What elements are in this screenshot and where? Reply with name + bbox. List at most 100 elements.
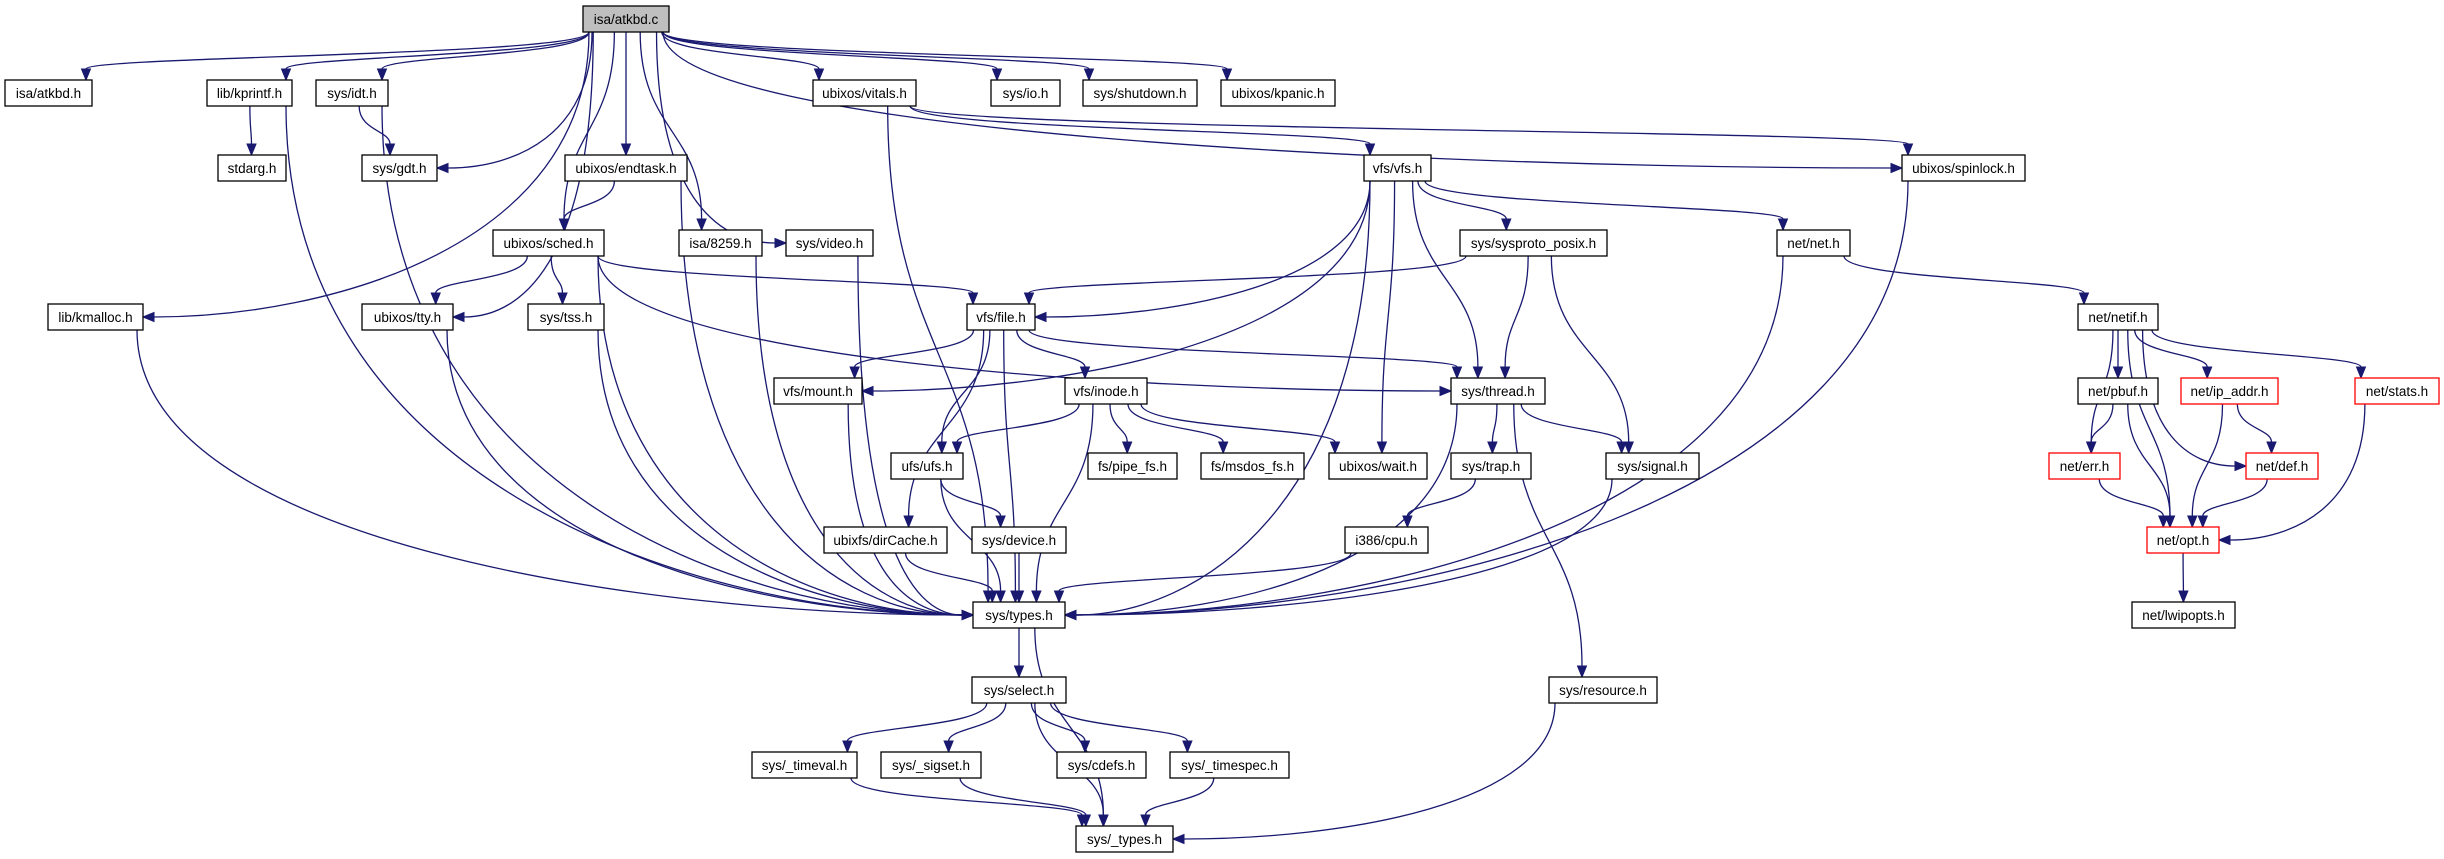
edge-line: [446, 329, 963, 616]
node-net-ip-addr-h[interactable]: net/ip_addr.h: [2180, 377, 2279, 405]
node-sys-tss-h[interactable]: sys/tss.h: [527, 303, 605, 331]
node-sys-resource-h[interactable]: sys/resource.h: [1548, 676, 1658, 704]
node-sys-video-h[interactable]: sys/video.h: [785, 229, 874, 257]
node-sys-trap-h[interactable]: sys/trap.h: [1450, 452, 1532, 480]
node-sys-shutdown-h[interactable]: sys/shutdown.h: [1082, 79, 1198, 107]
edge-atkbd-c-to-kpanic: [662, 31, 1233, 82]
arrowhead-icon: [620, 143, 632, 157]
node-vfs-file-h[interactable]: vfs/file.h: [966, 303, 1036, 331]
node-box: [678, 229, 763, 257]
node-vfs-mount-h[interactable]: vfs/mount.h: [773, 377, 863, 405]
node-ubixos-spinlock-h[interactable]: ubixos/spinlock.h: [1901, 154, 2026, 182]
node-net-pbuf-h[interactable]: net/pbuf.h: [2077, 377, 2159, 405]
node-fs-pipe-fs-h[interactable]: fs/pipe_fs.h: [1087, 452, 1178, 480]
node-net-netif-h[interactable]: net/netif.h: [2077, 303, 2159, 331]
node-vfs-vfs-h[interactable]: vfs/vfs.h: [1363, 154, 1432, 182]
node-sys-timeval-h[interactable]: sys/_timeval.h: [751, 751, 858, 779]
node-net-err-h[interactable]: net/err.h: [2048, 452, 2121, 480]
node-net-opt-h[interactable]: net/opt.h: [2146, 526, 2220, 554]
edge-sigset-to-types: [959, 777, 1092, 828]
node-net-stats-h[interactable]: net/stats.h: [2354, 377, 2440, 405]
arrowhead-icon: [813, 68, 825, 82]
edge-netif-to-pbuf: [2112, 330, 2124, 380]
node-sys-cdefs-h[interactable]: sys/cdefs.h: [1056, 751, 1147, 779]
node-ubixfs-dircache-h[interactable]: ubixfs/dirCache.h: [823, 526, 948, 554]
node-sys-types-h[interactable]: sys/types.h: [972, 601, 1066, 629]
node-stdarg-h[interactable]: stdarg.h: [217, 154, 287, 182]
node-label: sys/thread.h: [1461, 384, 1535, 399]
edge-netif-to-stats: [2151, 329, 2367, 380]
node-box-truncated: [2048, 452, 2121, 480]
edge-line: [1513, 403, 1583, 667]
arrowhead-icon: [1079, 740, 1091, 754]
edge-line: [1843, 255, 2085, 294]
arrowhead-icon: [1121, 441, 1133, 455]
arrowhead-icon: [384, 143, 396, 157]
edge-thread-to-signal: [1520, 403, 1627, 455]
edge-file-to-thread: [1028, 329, 1463, 380]
edge-line: [2141, 329, 2236, 467]
arrowhead-icon: [1053, 590, 1065, 604]
arrowhead-icon: [951, 441, 963, 455]
arrowhead-icon: [961, 609, 975, 621]
arrowhead-icon: [80, 68, 92, 82]
edge-sysproto-to-thread: [1499, 255, 1529, 380]
node-net-lwipopts-h[interactable]: net/lwipopts.h: [2131, 601, 2236, 629]
edge-line: [563, 180, 616, 220]
node-box: [1328, 452, 1428, 480]
node-ubixos-vitals-h[interactable]: ubixos/vitals.h: [812, 79, 917, 107]
edge-endtask-to-sched: [558, 180, 616, 232]
node-sys-idt-h[interactable]: sys/idt.h: [315, 79, 389, 107]
node-sys-sysproto-posix-h[interactable]: sys/sysproto_posix.h: [1459, 229, 1608, 257]
node-fs-msdos-fs-h[interactable]: fs/msdos_fs.h: [1200, 452, 1305, 480]
node-ubixos-wait-h[interactable]: ubixos/wait.h: [1328, 452, 1428, 480]
node-net-net-h[interactable]: net/net.h: [1776, 229, 1851, 257]
node-ubixos-tty-h[interactable]: ubixos/tty.h: [361, 303, 454, 331]
edge-line: [1417, 180, 1507, 220]
arrowhead-icon: [2158, 515, 2169, 529]
node-label: ubixos/kpanic.h: [1231, 86, 1324, 101]
node-sys-sigset-h[interactable]: sys/_sigset.h: [880, 751, 982, 779]
arrowhead-icon: [1487, 441, 1498, 455]
edge-line: [1034, 627, 1105, 816]
edge-opt-to-lwipopts: [2178, 552, 2189, 604]
node-sys-device-h[interactable]: sys/device.h: [971, 526, 1067, 554]
node-sys-signal-h[interactable]: sys/signal.h: [1605, 452, 1700, 480]
node-ubixos-kpanic-h[interactable]: ubixos/kpanic.h: [1220, 79, 1336, 107]
node-i386-cpu-h[interactable]: i386/cpu.h: [1344, 526, 1429, 554]
edge-netif-to-ip-addr: [2134, 329, 2213, 380]
node-ubixos-endtask-h[interactable]: ubixos/endtask.h: [564, 154, 688, 182]
node-box: [823, 526, 948, 554]
node-sys-thread-h[interactable]: sys/thread.h: [1450, 377, 1546, 405]
edge-line: [1030, 702, 1086, 742]
node-sys-gdt-h[interactable]: sys/gdt.h: [361, 154, 438, 182]
edge-line: [1049, 702, 1189, 742]
node-label: sys/resource.h: [1559, 683, 1647, 698]
edge-atkbd-c-to-spinlock: [662, 31, 1904, 174]
edge-net-to-netif: [1843, 255, 2090, 306]
node-box: [1548, 676, 1658, 704]
edge-line: [597, 255, 963, 616]
arrowhead-icon: [1576, 665, 1588, 679]
edge-file-to-dircache: [903, 329, 985, 529]
node-lib-kprintf-h[interactable]: lib/kprintf.h: [206, 79, 293, 107]
node-ufs-ufs-h[interactable]: ufs/ufs.h: [890, 452, 964, 480]
node-net-def-h[interactable]: net/def.h: [2245, 452, 2319, 480]
node-sys-io-h[interactable]: sys/io.h: [990, 79, 1061, 107]
edge-atkbd-c-to-video: [655, 31, 788, 249]
arrowhead-icon: [1013, 590, 1025, 604]
edge-pbuf-to-opt: [2127, 403, 2176, 529]
arrowhead-icon: [1080, 814, 1092, 828]
node-isa-atkbd-h[interactable]: isa/atkbd.h: [4, 79, 93, 107]
edge-line: [959, 777, 1087, 816]
node-sys-types-h[interactable]: sys/_types.h: [1075, 825, 1174, 853]
node-lib-kmalloc-h[interactable]: lib/kmalloc.h: [47, 303, 144, 331]
node-sys-select-h[interactable]: sys/select.h: [971, 676, 1067, 704]
node-ubixos-sched-h[interactable]: ubixos/sched.h: [492, 229, 605, 257]
edge-ip-addr-to-opt: [2187, 403, 2224, 529]
node-box: [2131, 601, 2236, 629]
node-isa-8259-h[interactable]: isa/8259.h: [678, 229, 763, 257]
node-sys-timespec-h[interactable]: sys/_timespec.h: [1169, 751, 1290, 779]
node-vfs-inode-h[interactable]: vfs/inode.h: [1064, 377, 1148, 405]
